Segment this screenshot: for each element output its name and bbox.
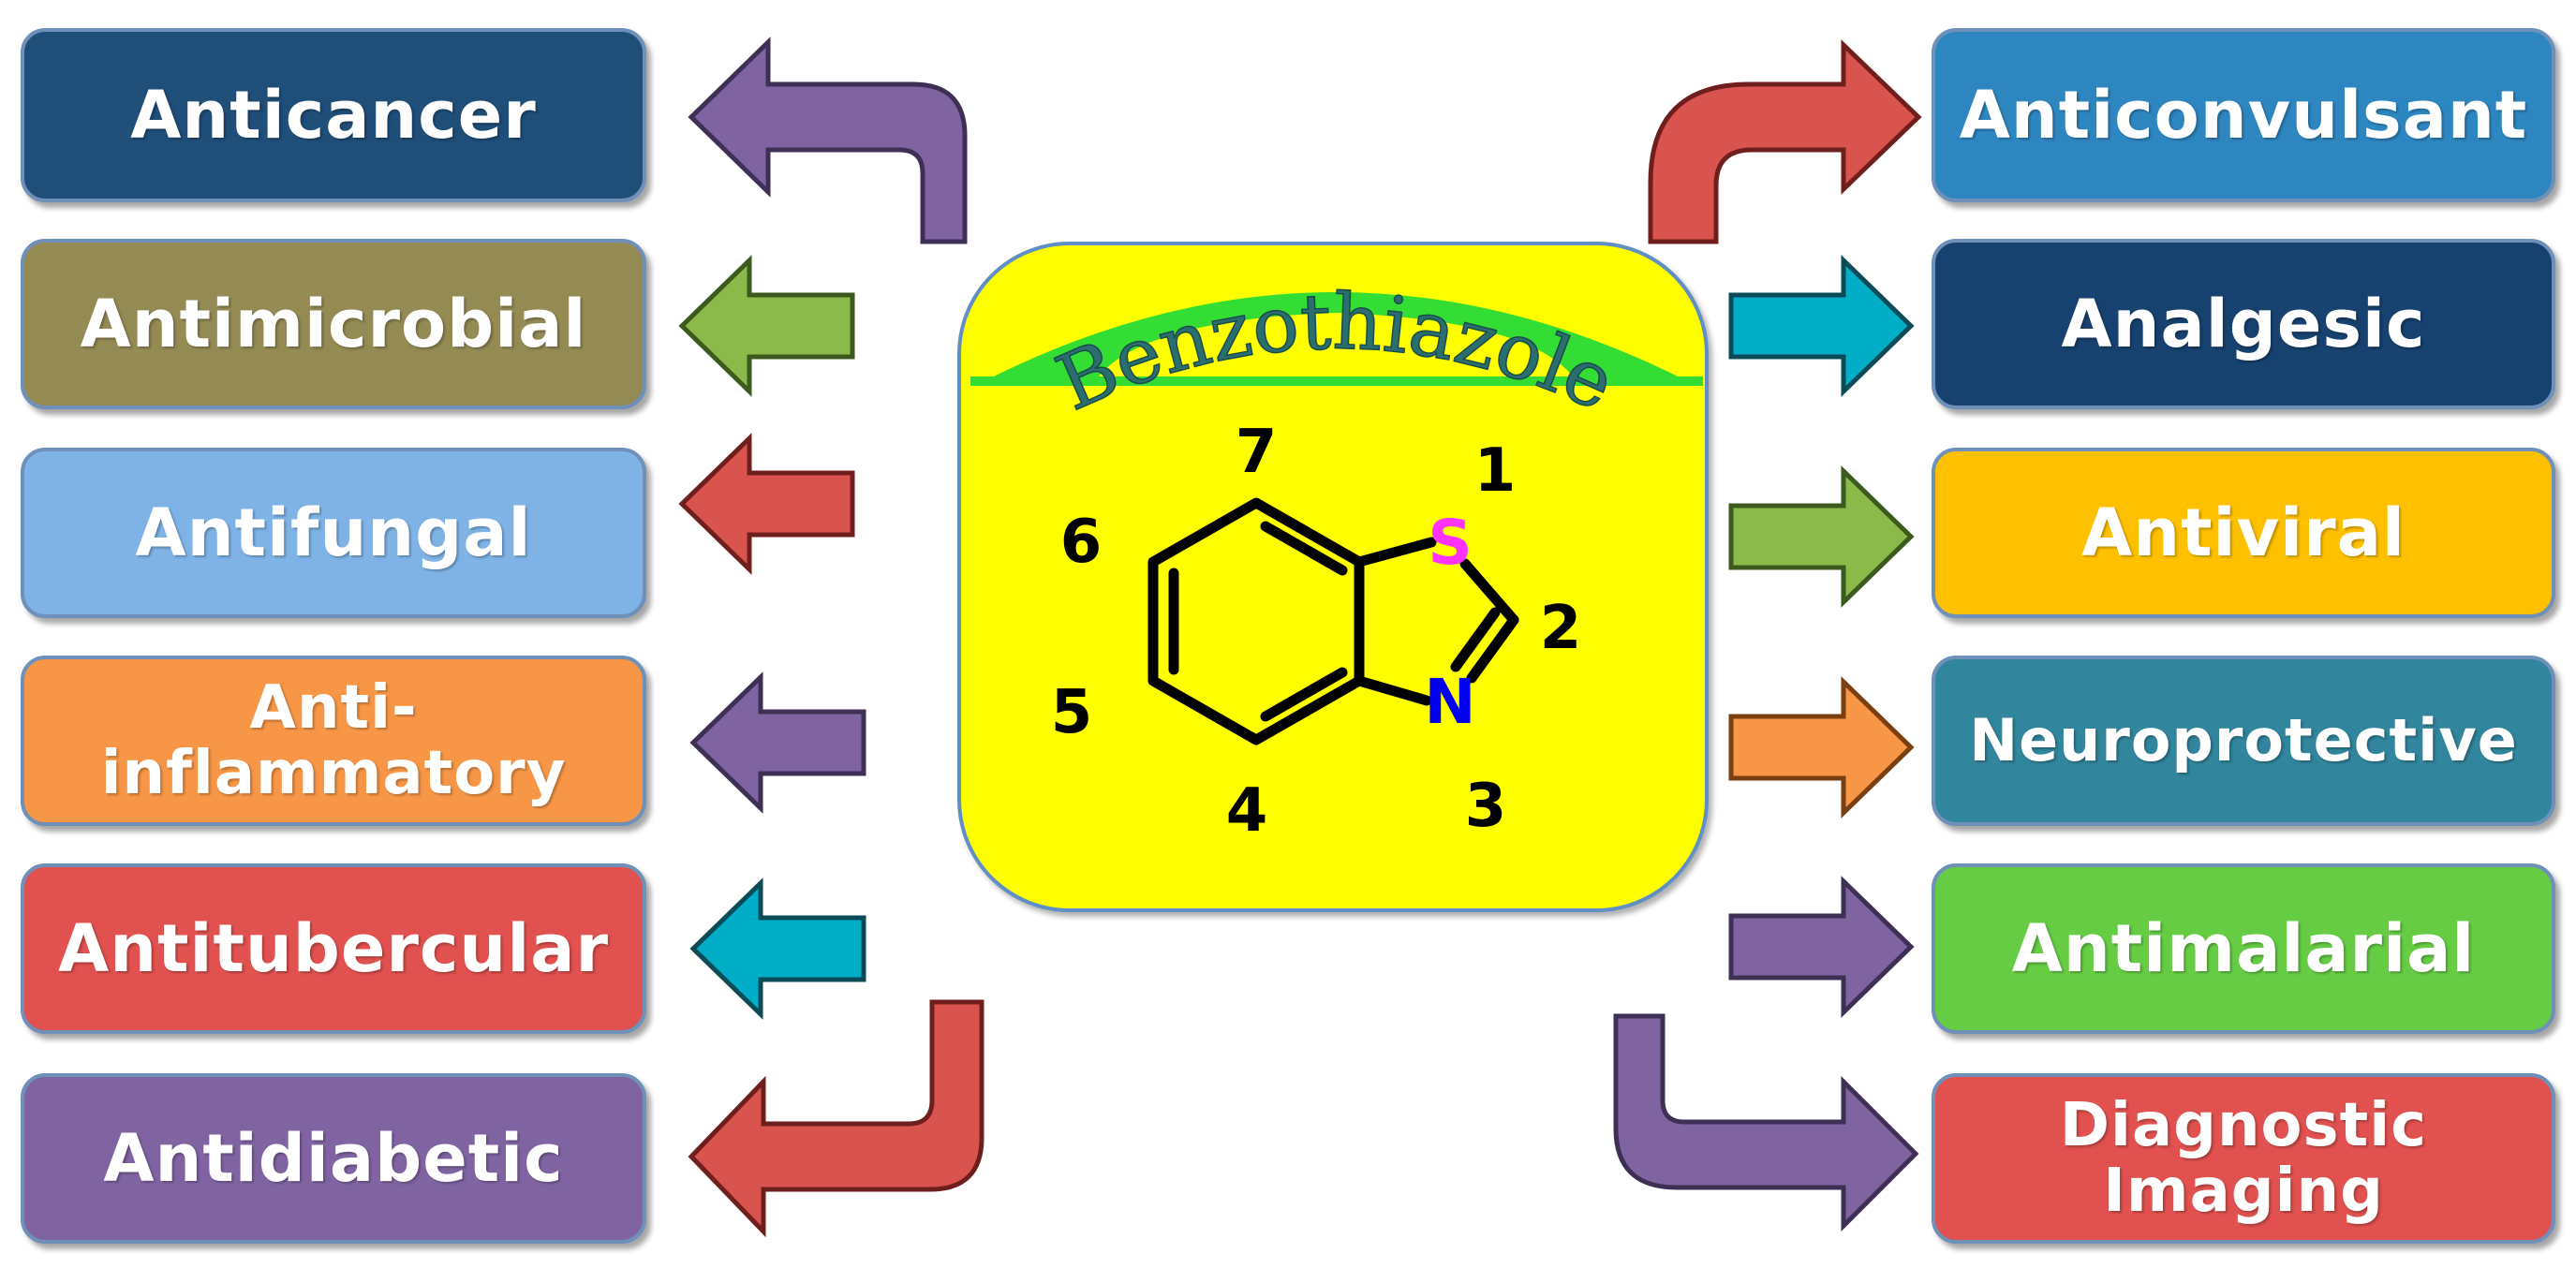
- label-antimalarial: Antimalarial: [2011, 910, 2476, 987]
- position-7: 7: [1236, 418, 1278, 487]
- arrow-left-antimicrobial: [678, 255, 855, 397]
- arrow-right-curved-top: [1648, 39, 1922, 244]
- arrow-left-antitubercular: [689, 877, 866, 1020]
- label-diagnostic-imaging: Diagnostic Imaging: [2059, 1091, 2428, 1226]
- arrow-right-antiviral: [1728, 465, 1915, 608]
- label-antidiabetic: Antidiabetic: [103, 1120, 564, 1197]
- position-4: 4: [1226, 776, 1268, 846]
- label-anticonvulsant: Anticonvulsant: [1959, 77, 2528, 154]
- arrow-right-curved-bottom: [1613, 1013, 1919, 1232]
- position-5: 5: [1051, 678, 1093, 747]
- label-antiinflammatory: Anti- inflammatory: [100, 673, 567, 808]
- label-neuroprotective: Neuroprotective: [1969, 706, 2518, 774]
- box-neuroprotective: Neuroprotective: [1932, 656, 2555, 826]
- position-3: 3: [1465, 772, 1507, 841]
- title-arc-band: [975, 292, 1696, 386]
- thiazole-ring: [1354, 537, 1519, 706]
- arrow-left-curved-bottom: [688, 999, 985, 1238]
- arrow-left-antifungal: [678, 433, 855, 575]
- arrow-left-antiinflammatory: [689, 671, 866, 814]
- benzothiazole-structure: Benzothiazole S N 1 2 3 4 5 6 7: [970, 277, 1703, 846]
- box-antiviral: Antiviral: [1932, 448, 2555, 618]
- position-6: 6: [1060, 508, 1103, 577]
- label-antiviral: Antiviral: [2081, 494, 2406, 571]
- label-anticancer: Anticancer: [130, 77, 537, 154]
- position-1: 1: [1474, 436, 1517, 506]
- position-2: 2: [1540, 594, 1582, 663]
- label-antimicrobial: Antimicrobial: [80, 286, 587, 362]
- atom-n: N: [1424, 666, 1475, 738]
- label-antifungal: Antifungal: [135, 494, 532, 571]
- box-antiinflammatory: Anti- inflammatory: [21, 656, 646, 826]
- box-anticonvulsant: Anticonvulsant: [1932, 28, 2555, 202]
- title-benzothiazole: Benzothiazole: [1044, 277, 1627, 428]
- box-antifungal: Antifungal: [21, 448, 646, 618]
- atom-s: S: [1428, 507, 1473, 579]
- arrow-right-neuroprotective: [1728, 676, 1915, 818]
- box-antitubercular: Antitubercular: [21, 863, 646, 1034]
- box-antidiabetic: Antidiabetic: [21, 1073, 646, 1244]
- box-antimalarial: Antimalarial: [1932, 863, 2555, 1034]
- title-arc-base: [970, 376, 1703, 386]
- arrow-left-curved-top: [688, 37, 968, 244]
- benzene-ring: [1147, 497, 1365, 745]
- box-analgesic: Analgesic: [1932, 239, 2555, 409]
- box-antimicrobial: Antimicrobial: [21, 239, 646, 409]
- benzothiazole-panel: Benzothiazole S N 1 2 3 4 5 6 7: [957, 242, 1709, 912]
- label-analgesic: Analgesic: [2061, 286, 2426, 362]
- box-diagnostic-imaging: Diagnostic Imaging: [1932, 1073, 2555, 1244]
- box-anticancer: Anticancer: [21, 28, 646, 202]
- label-antitubercular: Antitubercular: [58, 910, 609, 987]
- arrow-right-analgesic: [1728, 255, 1915, 397]
- arrow-right-antimalarial: [1728, 876, 1915, 1018]
